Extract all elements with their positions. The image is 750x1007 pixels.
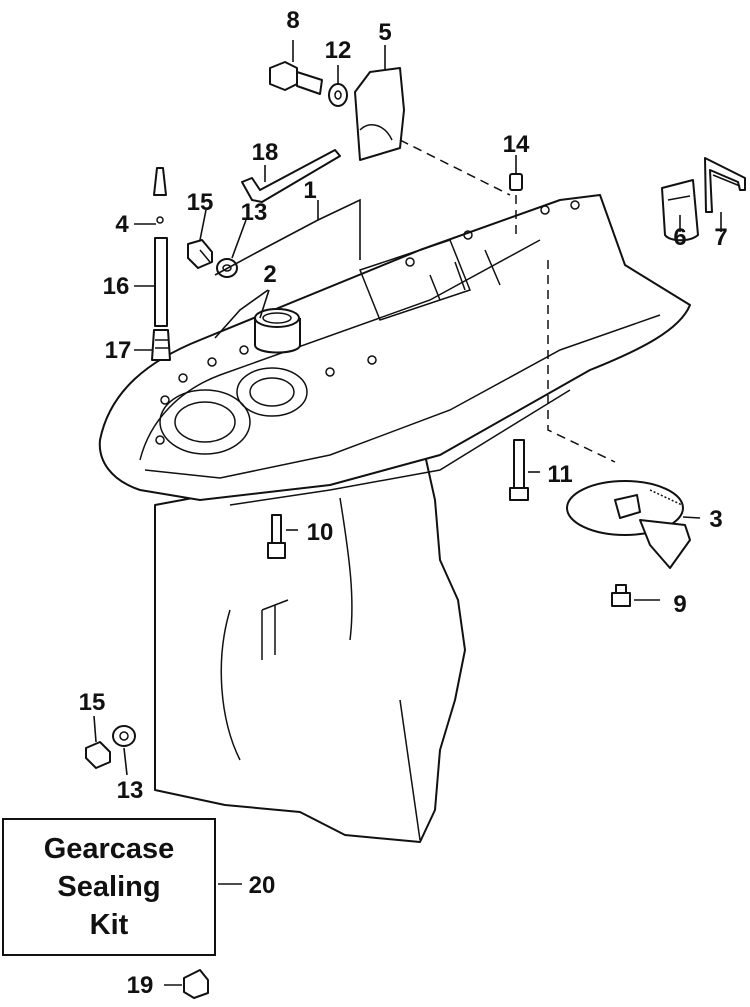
callout-20: 20 [249, 872, 276, 899]
callout-7: 7 [714, 224, 727, 251]
callout-16: 16 [103, 273, 130, 300]
gearcase-sealing-kit-box: Gearcase Sealing Kit [2, 818, 216, 956]
kit-label-line-2: Sealing [57, 871, 161, 903]
callout-18: 18 [252, 139, 279, 166]
callout-15-upper: 15 [187, 189, 214, 216]
kit-label-line-3: Kit [89, 909, 129, 941]
part-15-plug-lower [85, 741, 111, 769]
part-12-washer [328, 83, 348, 107]
part-2-bushing [254, 308, 301, 354]
part-5-bracket [354, 67, 405, 161]
callout-8: 8 [286, 7, 299, 34]
assembly-line-3 [547, 260, 616, 463]
callout-14: 14 [503, 131, 530, 158]
part-16-water-tube [151, 167, 171, 361]
callout-3: 3 [709, 506, 722, 533]
gearcase-housing [98, 194, 691, 843]
part-15-plug-upper [187, 239, 213, 269]
callout-17: 17 [105, 337, 132, 364]
callout-10: 10 [307, 519, 334, 546]
kit-label-line-1: Gearcase [43, 833, 175, 865]
callout-1: 1 [303, 177, 316, 204]
part-7-clip [704, 157, 746, 213]
callout-11: 11 [547, 461, 572, 488]
assembly-line-5 [399, 139, 511, 196]
part-3-trim-tab [566, 480, 691, 569]
callout-2: 2 [263, 261, 276, 288]
callout-6: 6 [673, 224, 686, 251]
part-10-bolt [267, 514, 286, 559]
part-14-dowel [509, 173, 523, 191]
part-13-washer-lower [112, 725, 136, 747]
callout-15-lower: 15 [79, 689, 106, 716]
callout-5: 5 [378, 19, 391, 46]
part-11-bolt [509, 439, 529, 501]
part-18-cable-tie [241, 149, 341, 203]
callout-13-upper: 13 [241, 199, 268, 226]
callout-12: 12 [325, 37, 352, 64]
callout-4: 4 [115, 211, 129, 238]
part-8-bolt [269, 61, 323, 95]
part-6-cover [661, 179, 699, 242]
callout-13-lower: 13 [117, 777, 144, 804]
callout-19: 19 [127, 972, 154, 999]
callout-9: 9 [673, 591, 686, 618]
part-9-bolt [611, 584, 631, 607]
leader-lines [93, 40, 722, 986]
part-19-plug [183, 969, 209, 999]
